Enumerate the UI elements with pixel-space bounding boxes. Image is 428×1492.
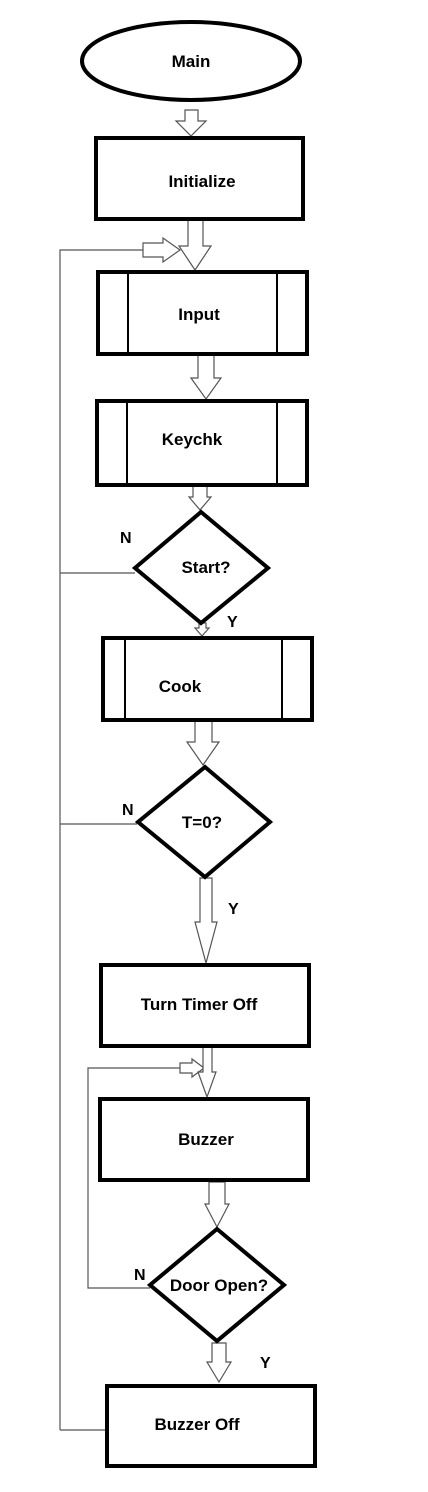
loop-line-main [59,249,145,1430]
arrow-cook-t0 [185,720,221,767]
door-yes-label: Y [260,1355,271,1372]
arrow-main-initialize [174,109,208,137]
buzzer-off-label: Buzzer Off [155,1415,240,1434]
door-open-label: Door Open? [170,1276,268,1295]
arrow-keychk-start [187,485,213,511]
initialize-label: Initialize [168,172,235,191]
buzzer-label: Buzzer [178,1130,234,1149]
turn-timer-off-box [99,963,311,1048]
t0-yes-label: Y [228,901,239,918]
arrow-door-buzzer-off [205,1342,233,1384]
start-no-label: N [120,530,132,547]
arrow-initialize-input [177,219,213,272]
keychk-label: Keychk [162,430,223,449]
start-yes-label: Y [227,614,238,631]
main-label: Main [172,52,211,71]
start-label: Start? [181,558,230,577]
start-decision [131,509,272,626]
turn-timer-off-label: Turn Timer Off [141,995,258,1014]
door-no-label: N [134,1267,146,1284]
input-label: Input [178,305,220,324]
cook-label: Cook [159,677,202,696]
door-open-decision [146,1226,288,1344]
t0-decision [134,764,274,880]
door-loop-line [87,1067,182,1289]
buzzer-box [98,1097,310,1182]
cook-box [101,636,314,722]
arrow-buzzer-door [204,1181,230,1229]
t0-no-label: N [122,802,134,819]
arrow-t0-turn-timer-off [194,877,218,966]
arrow-start-cook [193,622,211,637]
keychk-box [95,399,309,487]
arrow-input-keychk [189,354,223,401]
main-terminator [80,20,302,102]
buzzer-off-box [105,1384,317,1468]
t0-label: T=0? [182,813,222,832]
arrow-turn-timer-off-buzzer [197,1046,217,1099]
initialize-box [94,136,305,221]
input-box [96,270,309,356]
loop-entry-arrow [142,236,182,264]
